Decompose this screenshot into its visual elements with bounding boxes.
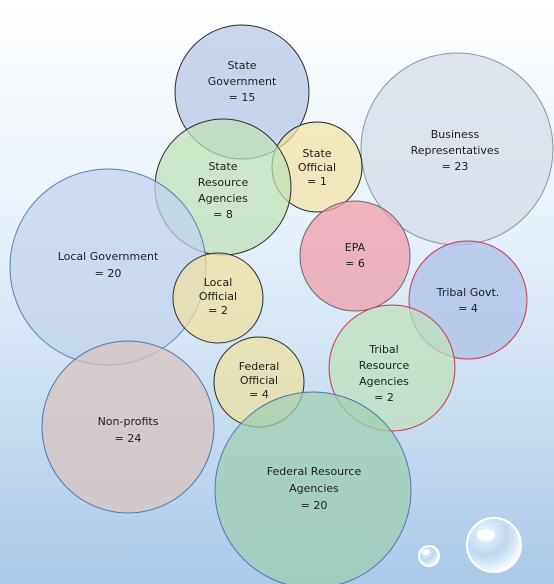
- bubble-local-government: Local Government = 20: [9, 168, 207, 366]
- water-drop-decoration: [418, 517, 522, 573]
- bubble-federal-resource-agencies-label-line-2: Agencies: [289, 482, 339, 495]
- bubble-federal-official-label-line-1: Federal: [239, 360, 280, 373]
- bubble-tribal-govt-label-line-1: Tribal Govt.: [436, 286, 500, 299]
- bubble-non-profits-circle: [41, 340, 215, 514]
- bubble-local-official-circle: [172, 252, 264, 344]
- small-water-drop: [418, 545, 440, 567]
- large-water-drop-highlight: [477, 529, 495, 541]
- bubble-tribal-govt-label-line-2: = 4: [458, 302, 478, 315]
- bubble-state-resource-agencies-label-line-4: = 8: [213, 208, 233, 221]
- bubble-tribal-resource-agencies-label-line-3: Agencies: [359, 375, 409, 388]
- bubble-state-government-label-line-3: = 15: [229, 91, 256, 104]
- bubble-federal-official-label-line-2: Official: [240, 374, 278, 387]
- bubble-federal-resource-agencies-circle: [214, 391, 412, 584]
- bubble-non-profits-label-line-1: Non-profits: [98, 415, 159, 428]
- bubble-business-representatives-label-line-2: Representatives: [411, 144, 500, 157]
- bubble-local-government-label-line-1: Local Government: [58, 250, 159, 263]
- bubble-federal-resource-agencies-label-line-3: = 20: [301, 499, 328, 512]
- bubble-state-official-label-line-3: = 1: [307, 175, 327, 188]
- bubble-local-official-label-line-3: = 2: [208, 304, 228, 317]
- bubble-state-government-label-line-1: State: [227, 59, 256, 72]
- bubble-local-government-label-line-2: = 20: [95, 267, 122, 280]
- large-water-drop: [466, 517, 522, 573]
- bubble-epa: EPA = 6: [299, 200, 411, 312]
- bubble-state-government-label-line-2: Government: [208, 75, 277, 88]
- bubble-business-representatives-label-line-1: Business: [431, 128, 480, 141]
- bubble-non-profits-label-line-2: = 24: [115, 432, 142, 445]
- bubble-non-profits: Non-profits = 24: [41, 340, 215, 514]
- bubble-epa-circle: [299, 200, 411, 312]
- bubble-federal-resource-agencies-label-line-1: Federal Resource: [267, 465, 362, 478]
- bubble-epa-label-line-1: EPA: [345, 241, 366, 254]
- bubble-tribal-resource-agencies-label-line-4: = 2: [374, 391, 394, 404]
- bubble-state-official-label-line-2: Official: [298, 161, 336, 174]
- bubble-state-resource-agencies-label-line-2: Resource: [198, 176, 249, 189]
- bubble-state-resource-agencies-label-line-3: Agencies: [198, 192, 248, 205]
- bubble-tribal-resource-agencies-circle: [328, 304, 456, 432]
- bubble-epa-label-line-2: = 6: [345, 257, 365, 270]
- bubble-local-official-label-line-2: Official: [199, 290, 237, 303]
- bubble-local-official-label-line-1: Local: [204, 276, 233, 289]
- bubble-state-official-label-line-1: State: [302, 147, 331, 160]
- bubble-state-resource-agencies-label-line-1: State: [208, 160, 237, 173]
- bubble-tribal-resource-agencies-label-line-1: Tribal: [368, 343, 398, 356]
- bubble-tribal-resource-agencies-label-line-2: Resource: [359, 359, 410, 372]
- bubble-business-representatives-label-line-3: = 23: [442, 160, 469, 173]
- small-water-drop-highlight: [422, 549, 430, 555]
- bubble-federal-official-label-line-3: = 4: [249, 388, 269, 401]
